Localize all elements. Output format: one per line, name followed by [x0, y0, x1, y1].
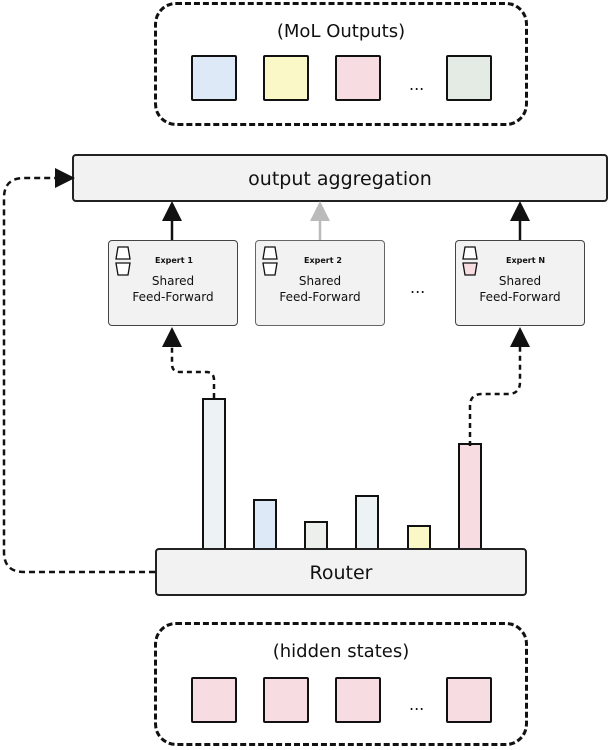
expert-line-1: Shared: [151, 274, 195, 288]
layer-stack-icon: [262, 246, 278, 276]
expert-2-box: Expert 2 Shared Feed-Forward: [255, 240, 385, 326]
output-aggregation-box: output aggregation: [72, 154, 608, 202]
router-box: Router: [155, 548, 527, 596]
router-label: Router: [309, 562, 373, 584]
router-weight-bar: [355, 495, 379, 548]
expert-title: Expert 1: [155, 256, 193, 265]
output-token: [335, 55, 381, 101]
expert-title: Expert N: [506, 256, 546, 265]
output-aggregation-label: output aggregation: [248, 168, 432, 190]
expert-line-2: Feed-Forward: [132, 290, 214, 304]
hidden-state-token: [191, 677, 237, 723]
layer-stack-icon: [462, 246, 478, 276]
mol-outputs-title: (MoL Outputs): [276, 21, 406, 42]
expert-line-1: Shared: [498, 274, 542, 288]
expert-line-1: Shared: [298, 274, 342, 288]
expert-line-2: Feed-Forward: [479, 290, 561, 304]
expert-title: Expert 2: [304, 256, 342, 265]
hidden-state-token: [446, 677, 492, 723]
output-ellipsis: ...: [409, 75, 425, 94]
expert-n-box: Expert N Shared Feed-Forward: [455, 240, 585, 326]
expert-1-box: Expert 1 Shared Feed-Forward: [108, 240, 238, 326]
hidden-state-token: [263, 677, 309, 723]
mol-outputs-group: (MoL Outputs) ...: [154, 2, 528, 126]
router-to-expert-1-arrow: [162, 327, 216, 398]
experts-ellipsis: ...: [410, 278, 426, 297]
hidden-state-token: [335, 677, 381, 723]
hidden-states-title: (hidden states): [272, 641, 410, 662]
router-weight-bar: [304, 521, 328, 548]
router-weight-bar: [202, 398, 226, 548]
output-token: [446, 55, 492, 101]
router-to-expert-n-arrow: [468, 327, 530, 446]
hidden-state-ellipsis: ...: [409, 695, 425, 714]
router-weight-bar: [253, 499, 277, 548]
router-to-aggregation-loop-arrow: [2, 168, 155, 574]
output-token: [263, 55, 309, 101]
expert-line-2: Feed-Forward: [279, 290, 361, 304]
hidden-states-group: (hidden states) ...: [154, 622, 528, 746]
router-weight-bar: [407, 525, 431, 548]
router-weight-bar: [458, 443, 482, 548]
output-token: [191, 55, 237, 101]
